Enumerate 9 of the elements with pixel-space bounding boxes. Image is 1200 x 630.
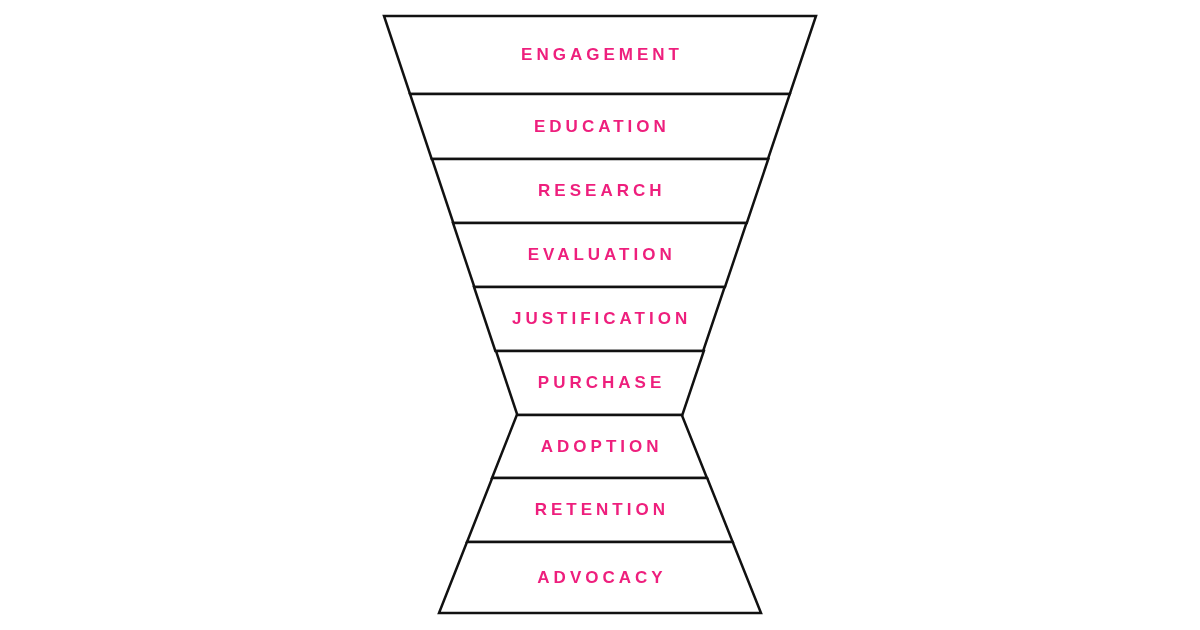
stage-label: RESEARCH [537, 181, 666, 201]
stage-label: PURCHASE [536, 373, 666, 393]
stage-label: JUSTIFICATION [511, 309, 692, 329]
stage-label: ADOPTION [539, 436, 663, 457]
stage-label: RETENTION [533, 500, 669, 520]
stage-label: EDUCATION [533, 116, 670, 137]
stage-label: ADVOCACY [536, 567, 667, 588]
stage-label: EVALUATION [526, 245, 676, 265]
stage-label: ENGAGEMENT [520, 45, 683, 65]
